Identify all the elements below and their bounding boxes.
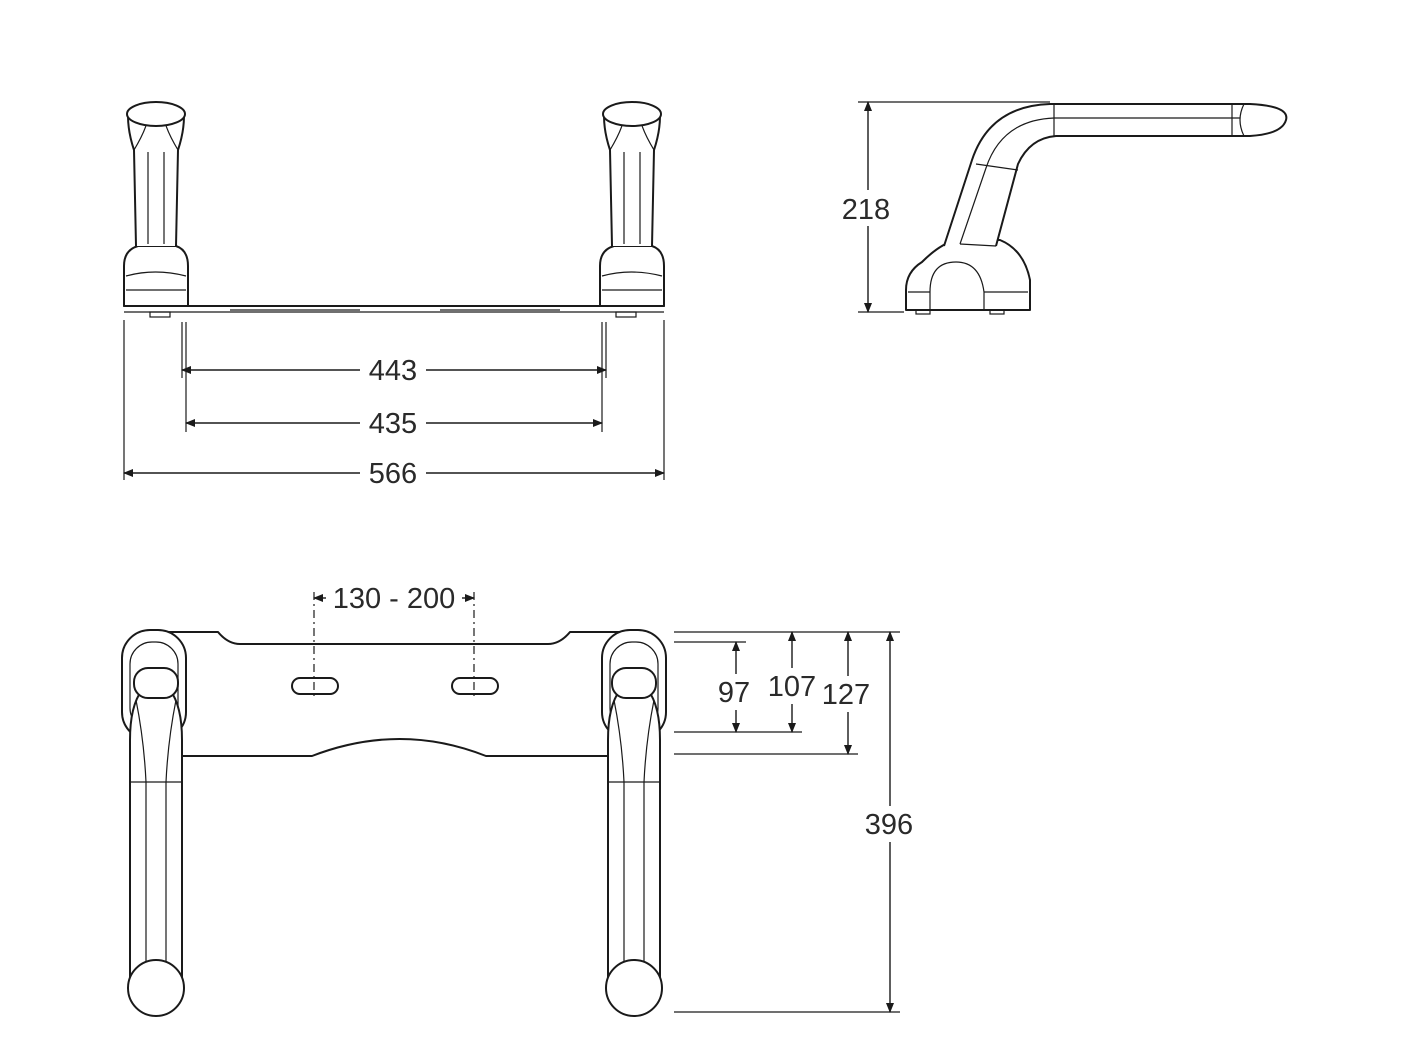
front-view: 443 435 566 (123, 101, 665, 491)
dimension-218: 218 (836, 101, 894, 313)
dim-text-218: 218 (842, 194, 890, 226)
dim-text-443: 443 (369, 355, 417, 387)
dimension-443: 443 (181, 352, 607, 388)
dim-text-130-200: 130 - 200 (333, 583, 456, 615)
dimension-107: 107 (766, 631, 818, 733)
front-right-post (599, 101, 665, 307)
top-right-rail (601, 629, 667, 1017)
dimension-97: 97 (714, 641, 758, 733)
dim-text-107: 107 (768, 671, 816, 703)
dimension-566: 566 (123, 455, 665, 491)
top-left-rail (121, 629, 187, 1017)
dimension-396: 396 (858, 631, 920, 1013)
dimension-127: 127 (822, 631, 874, 755)
dim-text-396: 396 (865, 809, 913, 841)
side-rail-outline (905, 103, 1288, 315)
top-view: 130 - 200 97 107 127 396 (121, 583, 920, 1017)
dim-text-127: 127 (822, 679, 870, 711)
dim-text-566: 566 (369, 458, 417, 490)
front-base-plate (123, 305, 665, 318)
dimension-435: 435 (185, 405, 603, 441)
dimension-130-200: 130 - 200 (313, 583, 475, 615)
top-base-plate (159, 631, 627, 757)
side-view: 218 (836, 101, 1288, 315)
dim-text-97: 97 (718, 677, 750, 709)
dim-text-435: 435 (369, 408, 417, 440)
mounting-slots (291, 592, 499, 700)
front-left-post (123, 101, 189, 307)
